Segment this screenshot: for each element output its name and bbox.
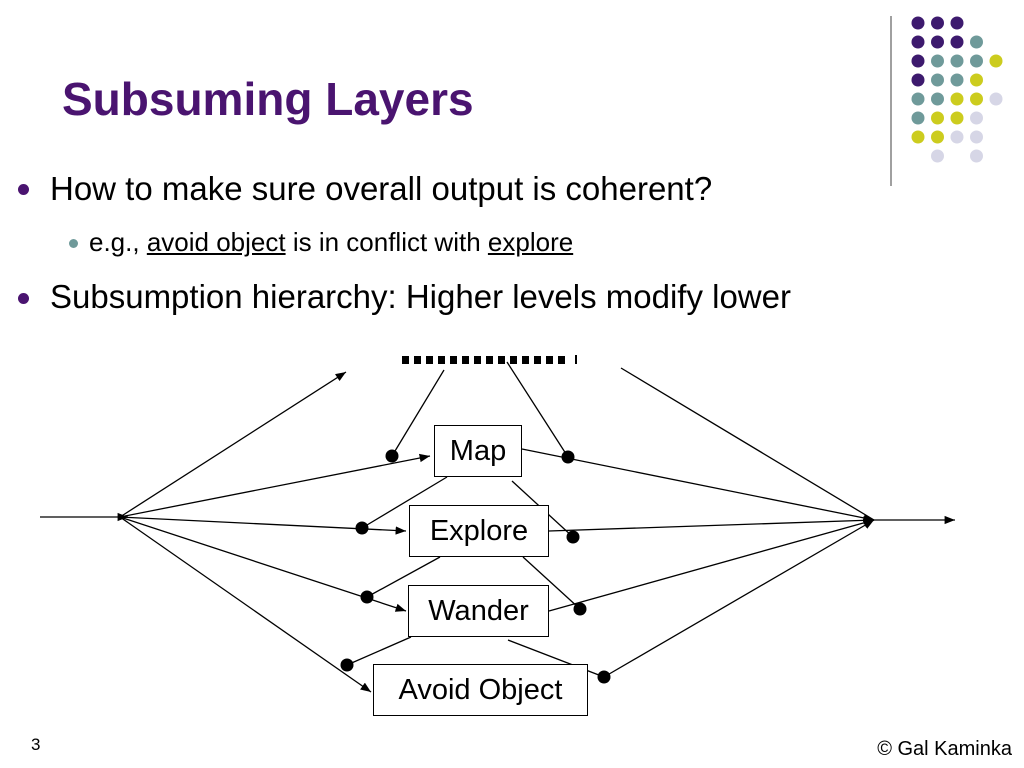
decorative-dot (950, 92, 964, 106)
avoid-suppress-right (507, 639, 605, 678)
sub-bullet-middle: is in conflict with (292, 227, 481, 257)
wander-layer-box: Wander (408, 585, 549, 637)
decorative-dot (931, 130, 944, 144)
suppression-node (597, 670, 611, 684)
slide-title: Subsuming Layers (62, 73, 474, 125)
suppression-node (355, 521, 369, 535)
decorative-dot (989, 54, 1003, 68)
decorative-dot (950, 16, 964, 30)
wander-suppress-right (522, 556, 581, 610)
decorative-dot (931, 16, 944, 30)
avoid-object-link[interactable]: avoid object (146, 227, 286, 257)
explore-to-output-arrow (548, 516, 875, 532)
decorative-dot (931, 73, 944, 87)
decorative-dot-grid (890, 16, 1003, 186)
bullet-marker (18, 184, 29, 195)
decorative-dot (950, 130, 964, 144)
input-to-top-arrow (119, 371, 347, 518)
avoid-to-output-arrow (603, 519, 875, 678)
decorative-dot (931, 54, 944, 68)
decorative-dot (970, 54, 983, 68)
decorative-dot (911, 92, 925, 106)
decorative-dot (911, 130, 925, 144)
avoid-object-layer-label: Avoid Object (398, 674, 563, 706)
map-layer-box: Map (434, 425, 522, 477)
decorative-dot (931, 92, 944, 106)
decorative-dot (970, 111, 983, 125)
explore-layer-label: Explore (429, 515, 529, 547)
decorative-dot (911, 54, 925, 68)
sub-bullet-conflict-example: e.g., avoid object is in conflict with e… (89, 227, 573, 258)
bullet-subsumption-hierarchy: Subsumption hierarchy: Higher levels mod… (50, 278, 791, 315)
suppression-node (561, 450, 575, 464)
decorative-dot (950, 35, 964, 49)
sub-bullet-prefix: e.g., (89, 227, 140, 257)
suppression-node (340, 658, 354, 672)
decorative-dot (970, 130, 983, 144)
explore-layer-box: Explore (409, 505, 549, 557)
suppression-node (573, 602, 587, 616)
decorative-dot (931, 35, 944, 49)
decorative-dot (911, 111, 925, 125)
bullet-coherent-output: How to make sure overall output is coher… (50, 170, 713, 207)
wander-to-output-arrow (548, 518, 875, 612)
input-to-map-arrow (119, 453, 431, 518)
decorative-dot (970, 92, 983, 106)
suppression-node (566, 530, 580, 544)
decorative-dot (970, 35, 983, 49)
bullet-marker (18, 293, 29, 304)
wander-suppress-left (366, 556, 441, 598)
decorative-dot (931, 149, 944, 163)
decorative-dot (911, 73, 925, 87)
map-suppress-right (506, 361, 569, 458)
slide-number: 3 (31, 735, 41, 754)
top-to-output-line (620, 367, 875, 521)
map-suppress-left (391, 369, 445, 457)
wander-layer-label: Wander (428, 595, 529, 627)
decorative-dot (950, 73, 964, 87)
suppression-node (360, 590, 374, 604)
avoid-suppress-left (346, 636, 412, 666)
avoid-object-layer-box: Avoid Object (373, 664, 588, 716)
decorative-dot (989, 92, 1003, 106)
decorative-dot (970, 149, 983, 163)
map-to-output-arrow (521, 448, 875, 523)
input-to-avoid-arrow (119, 516, 372, 693)
decorative-dot (911, 16, 925, 30)
input-to-wander-arrow (119, 516, 407, 612)
map-layer-label: Map (449, 435, 507, 467)
decorative-dot (950, 54, 964, 68)
copyright-notice: © Gal Kaminka (877, 738, 1012, 760)
decorative-dot (931, 111, 944, 125)
suppression-node (385, 449, 399, 463)
decorative-dot (911, 35, 925, 49)
explore-link[interactable]: explore (487, 227, 574, 257)
sub-bullet-marker (69, 239, 78, 248)
decorative-dot (950, 111, 964, 125)
explore-suppress-left (361, 476, 448, 529)
decorative-dot (970, 73, 983, 87)
